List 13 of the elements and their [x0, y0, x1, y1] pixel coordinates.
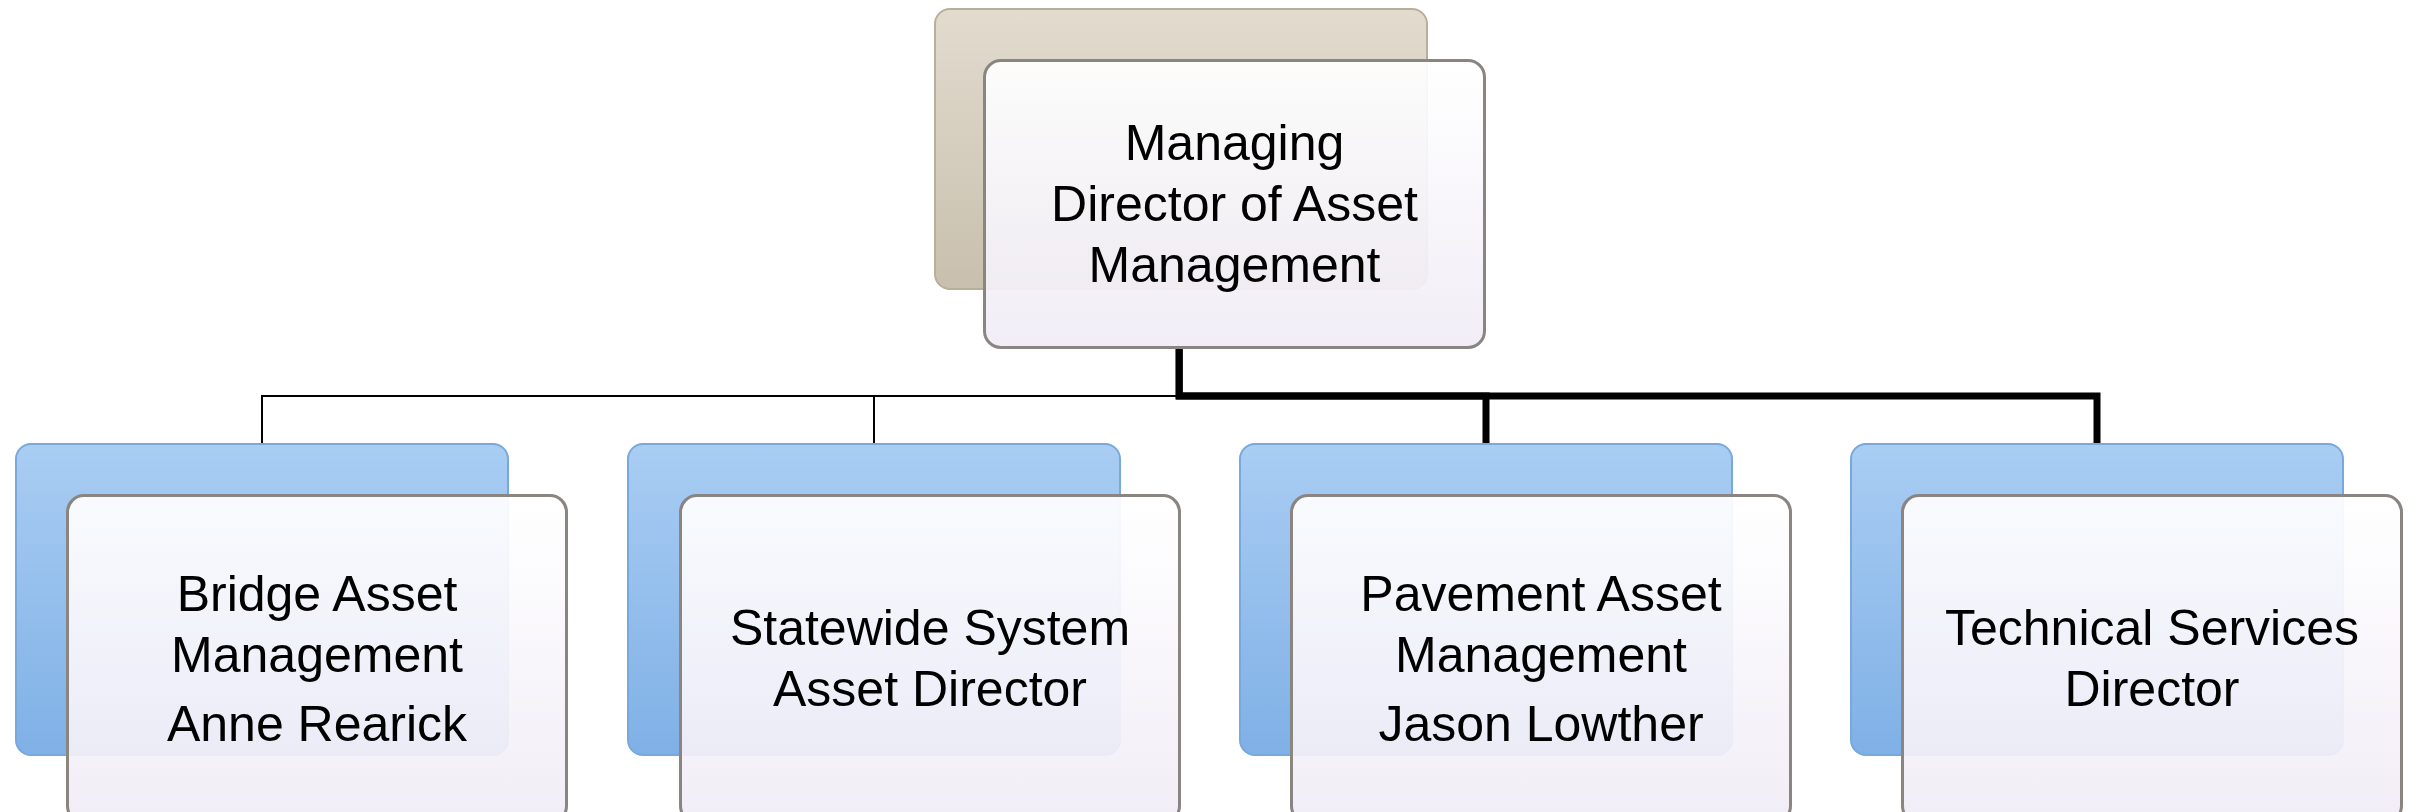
connector-line [1175, 349, 2101, 443]
stacked-card [1850, 443, 2403, 812]
stacked-card [934, 8, 1486, 349]
card-title: Managing Director of Asset Management [1050, 113, 1419, 295]
card-title: Bridge Asset Management [170, 564, 464, 685]
stacked-card [1239, 443, 1792, 812]
card-title: Technical Services Director [1943, 599, 2361, 719]
person-name: Anne Rearick [166, 694, 468, 754]
stacked-card [15, 443, 568, 812]
card-title: Pavement Asset Management [1359, 564, 1723, 685]
stacked-card [627, 443, 1181, 812]
card-title: Statewide System Asset Director [728, 599, 1132, 719]
person-name: Jason Lowther [1378, 694, 1704, 754]
